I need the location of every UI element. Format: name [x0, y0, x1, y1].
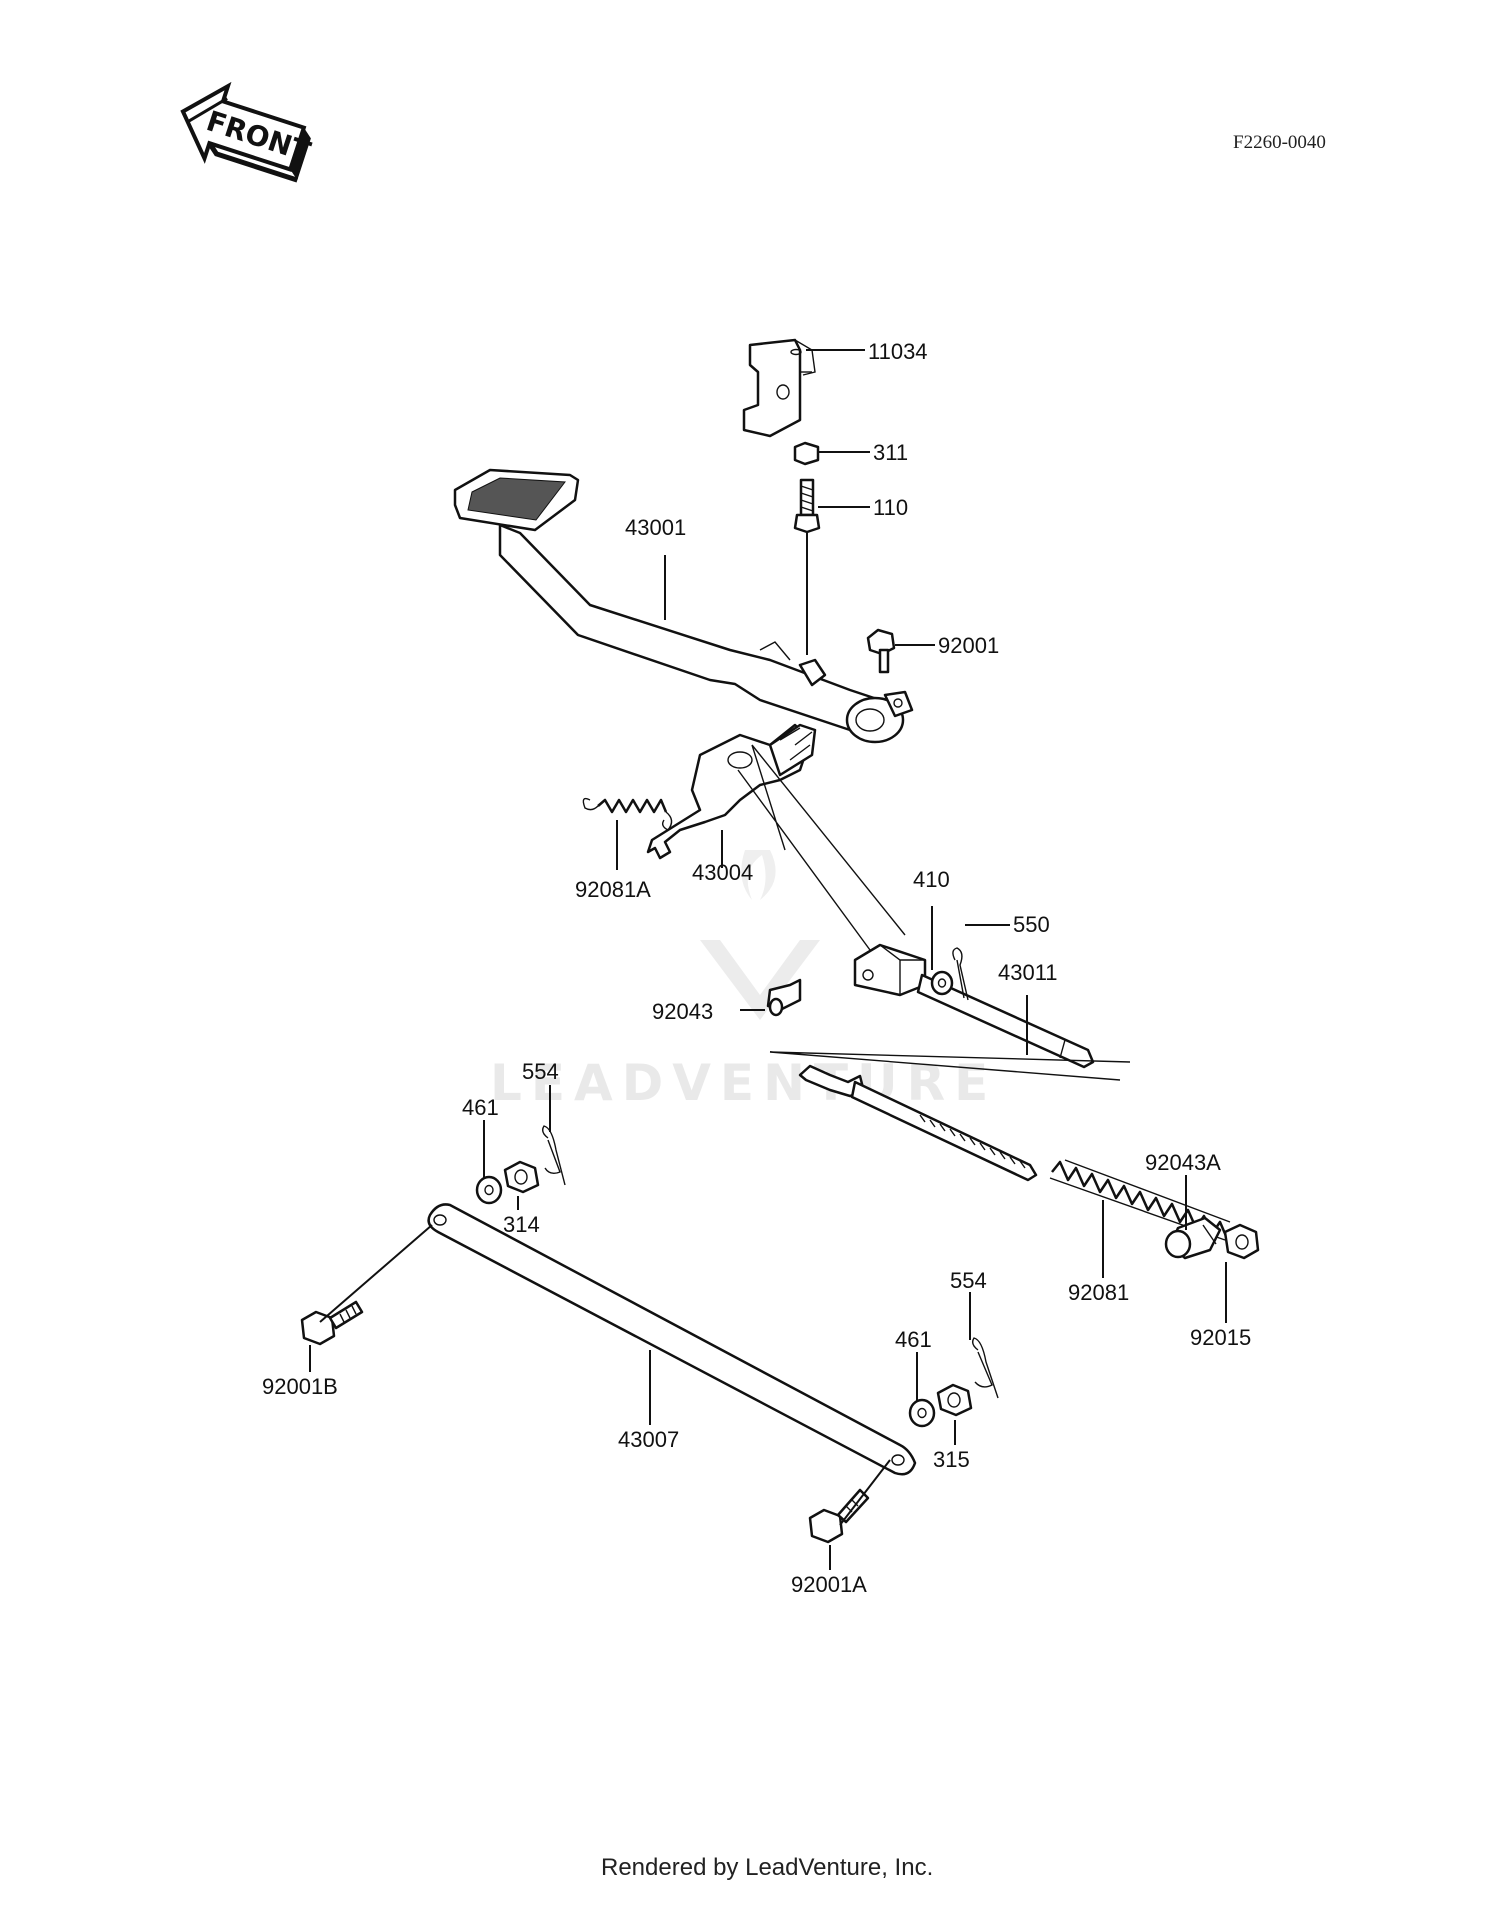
joint-92043A-part	[1164, 1216, 1222, 1260]
detail-lines	[769, 1051, 1131, 1081]
diagram-code: F2260-0040	[1233, 132, 1326, 153]
callout-43011: 43011	[998, 960, 1058, 985]
callout-315: 315	[933, 1447, 970, 1472]
brake-rod-part	[798, 1064, 1038, 1182]
washer-461-right-part	[908, 1398, 936, 1428]
clip-554-left-part	[541, 1125, 566, 1186]
callout-43004: 43004	[692, 860, 753, 885]
callout-410: 410	[913, 867, 950, 892]
callout-43007: 43007	[618, 1427, 679, 1452]
callout-314: 314	[503, 1212, 540, 1237]
nut-part	[793, 441, 820, 466]
callout-92015: 92015	[1190, 1325, 1251, 1350]
front-arrow-icon: FRONT	[180, 81, 314, 183]
callout-550: 550	[1013, 912, 1050, 937]
callout-92081: 92081	[1068, 1280, 1129, 1305]
watermark-text: LEADVENTURE	[490, 1054, 997, 1112]
cotter-pin-550-part	[952, 947, 969, 1001]
bolt-92001A-part	[808, 1488, 870, 1544]
clevis-part	[766, 943, 1095, 1069]
callout-311: 311	[873, 440, 908, 465]
callout-92001A: 92001A	[791, 1572, 867, 1597]
brake-pedal-part	[453, 468, 914, 744]
spring-92081A-part	[582, 797, 673, 831]
clip-554-right-part	[971, 1337, 999, 1399]
pedal-arm-part	[646, 723, 906, 951]
leader-lines	[309, 349, 1227, 1570]
callout-92043A: 92043A	[1145, 1150, 1221, 1175]
callout-110: 110	[873, 495, 908, 520]
callout-461-left: 461	[462, 1095, 499, 1120]
link-bar-part	[427, 1203, 917, 1476]
callout-554-left: 554	[522, 1059, 559, 1084]
callout-92081A: 92081A	[575, 877, 651, 902]
bolt-92001-part	[866, 628, 896, 674]
callout-461-right: 461	[895, 1327, 932, 1352]
callout-92001B: 92001B	[262, 1374, 338, 1399]
nut-314-part	[503, 1160, 540, 1194]
callout-labels: 11034 311 110 43001 92001 92081A 43004 4…	[262, 339, 1251, 1597]
washer-461-left-part	[475, 1175, 503, 1205]
footer-credit: Rendered by LeadVenture, Inc.	[601, 1854, 933, 1881]
nut-315-part	[936, 1383, 973, 1417]
washer-410-part	[930, 970, 954, 996]
watermark: LEADVENTURE	[490, 850, 997, 1112]
bolt-part	[793, 478, 821, 534]
callout-92043: 92043	[652, 999, 713, 1024]
callout-43001: 43001	[625, 515, 686, 540]
callout-92001: 92001	[938, 633, 999, 658]
bolt-92001B-part	[300, 1300, 364, 1346]
callout-11034: 11034	[868, 339, 928, 364]
nut-92015-part	[1223, 1223, 1260, 1260]
callout-554-right: 554	[950, 1268, 987, 1293]
bracket-part	[742, 338, 816, 438]
